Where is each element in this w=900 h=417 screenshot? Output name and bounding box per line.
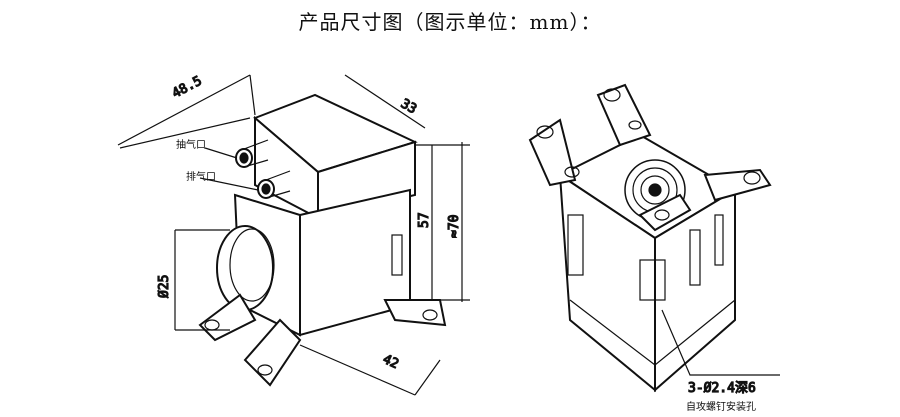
inlet-label: 抽气口 [176,138,206,151]
holes-spec-label: 3-Ø2.4深6 [688,381,756,396]
dim-diameter: Ø25 [157,275,172,298]
pump-left-view [117,74,470,396]
dim-body-height: 57 [417,212,432,228]
outlet-label: 排气口 [186,170,216,183]
pump-right-view [528,83,780,393]
dim-depth: 33 [398,96,419,117]
dim-base-width: 42 [380,352,401,372]
dim-width: 48.5 [170,74,205,102]
page-title: 产品尺寸图（图示单位：mm）： [298,10,602,34]
dim-total-height: ≈70 [447,215,462,238]
holes-desc-label: 自攻螺钉安装孔 [686,400,756,413]
